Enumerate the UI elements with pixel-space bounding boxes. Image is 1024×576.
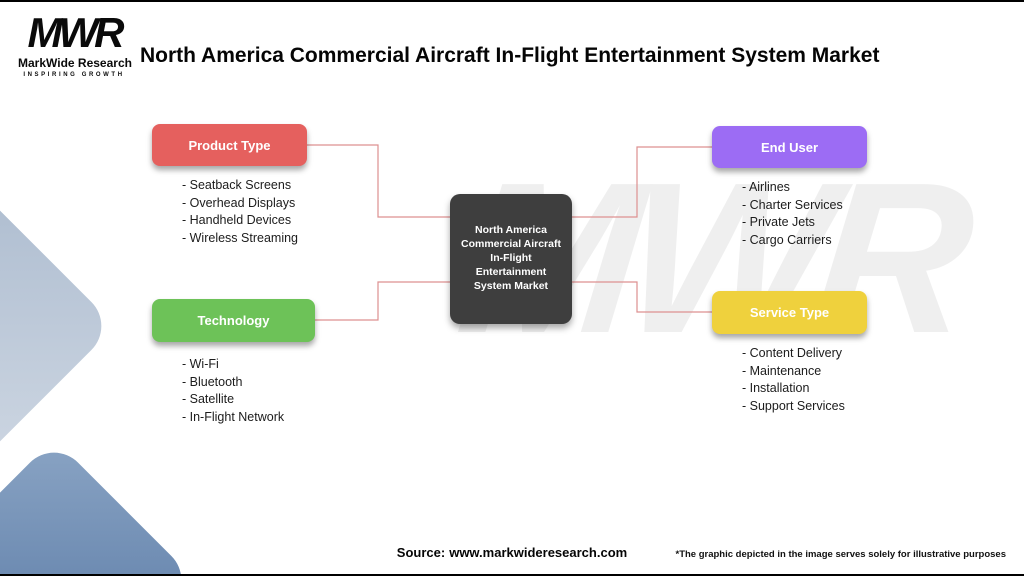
center-market-node: North America Commercial Aircraft In-Fli… — [450, 194, 572, 324]
page-title: North America Commercial Aircraft In-Fli… — [140, 44, 880, 68]
segment-technology: Technology - Wi-Fi - Bluetooth - Satelli… — [152, 299, 315, 426]
list-item: - Content Delivery — [742, 346, 843, 360]
source-label: Source: — [396, 545, 446, 560]
disclaimer-text: *The graphic depicted in the image serve… — [675, 549, 1007, 560]
logo-monogram: MWR — [27, 9, 125, 56]
decor-diamond-gray — [0, 184, 116, 468]
list-item: - In-Flight Network — [182, 409, 285, 424]
segment-technology-items: - Wi-Fi - Bluetooth - Satellite - In-Fli… — [182, 356, 315, 426]
segment-end-user-items: - Airlines - Charter Services - Private … — [742, 179, 867, 249]
list-item: - Overhead Displays — [182, 195, 296, 210]
list-item: - Wireless Streaming — [182, 230, 298, 245]
source-line: Source:www.markwideresearch.com — [395, 545, 629, 560]
markwide-logo: MWR MarkWide Research INSPIRING GROWTH — [18, 9, 132, 79]
list-item: - Handheld Devices — [182, 213, 292, 227]
source-url: www.markwideresearch.com — [449, 545, 628, 560]
list-item: - Airlines — [742, 180, 790, 194]
list-item: - Cargo Carriers — [742, 232, 832, 247]
list-item: - Wi-Fi — [182, 357, 219, 371]
segment-service-type-items: - Content Delivery - Maintenance - Insta… — [742, 345, 867, 415]
list-item: - Private Jets — [742, 215, 815, 229]
list-item: - Maintenance — [742, 363, 822, 378]
segment-end-user-header: End User — [712, 126, 867, 168]
list-item: - Installation — [742, 381, 810, 395]
list-item: - Bluetooth — [182, 374, 243, 389]
segment-end-user: End User - Airlines - Charter Services -… — [712, 126, 867, 249]
logo-tagline: INSPIRING GROWTH — [23, 72, 125, 78]
segment-technology-label: Technology — [197, 313, 270, 328]
list-item: - Charter Services — [742, 197, 843, 212]
decor-diamond-blue — [0, 438, 196, 574]
segment-product-type: Product Type - Seatback Screens - Overhe… — [152, 124, 307, 247]
list-item: - Satellite — [182, 392, 235, 406]
segment-product-type-label: Product Type — [188, 137, 271, 153]
segment-product-type-header: Product Type — [152, 124, 307, 166]
segment-service-type: Service Type - Content Delivery - Mainte… — [712, 291, 867, 415]
segment-technology-header: Technology — [152, 299, 315, 342]
list-item: - Support Services — [742, 398, 845, 413]
list-item: - Seatback Screens — [182, 178, 292, 192]
segment-end-user-label: End User — [760, 139, 819, 155]
segment-product-type-items: - Seatback Screens - Overhead Displays -… — [182, 177, 307, 247]
logo-name: MarkWide Research — [18, 56, 132, 70]
segment-service-type-header: Service Type — [712, 291, 867, 334]
segment-service-type-label: Service Type — [749, 305, 830, 320]
